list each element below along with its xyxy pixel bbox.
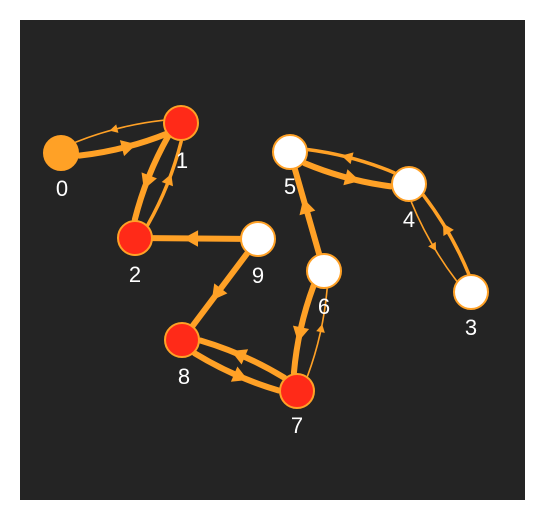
node-4[interactable]: 4	[391, 166, 427, 232]
node-9[interactable]: 9	[240, 221, 276, 288]
edge-line	[306, 147, 397, 175]
edge-8-to-7	[191, 350, 282, 394]
edge-6-to-7	[290, 283, 317, 376]
edge-arrowhead	[211, 283, 228, 301]
edge-line	[410, 201, 458, 282]
edge-arrowhead	[161, 173, 173, 187]
edge-arrowhead	[183, 230, 199, 247]
nodes-layer: 0 1 2 3 4 5 6 7 8 9	[43, 105, 489, 438]
edge-3-to-4	[421, 193, 471, 276]
node-label: 6	[318, 294, 330, 319]
edge-arrowhead	[119, 140, 137, 157]
edge-line	[74, 119, 164, 143]
node-circle[interactable]	[453, 274, 489, 310]
node-8[interactable]: 8	[164, 322, 200, 389]
node-label: 9	[252, 263, 264, 288]
node-label: 5	[284, 174, 296, 199]
edge-arrowhead	[428, 241, 437, 252]
node-5[interactable]: 5	[272, 134, 308, 199]
edge-arrowhead	[292, 325, 310, 342]
edge-arrowhead	[109, 124, 119, 133]
edge-arrowhead	[341, 152, 354, 165]
node-2[interactable]: 2	[117, 220, 153, 287]
node-circle[interactable]	[240, 221, 276, 257]
edge-4-to-3	[410, 201, 458, 282]
node-3[interactable]: 3	[453, 274, 489, 340]
edges-layer	[74, 119, 471, 394]
edge-9-to-8	[189, 249, 251, 330]
node-1[interactable]: 1	[163, 105, 199, 173]
node-circle[interactable]	[163, 105, 199, 141]
graph-canvas: 0 1 2 3 4 5 6 7 8 9	[20, 20, 525, 500]
edge-7-to-8	[197, 337, 288, 381]
edge-arrowhead	[299, 198, 316, 216]
node-circle[interactable]	[306, 253, 342, 289]
edge-arrowhead	[230, 366, 248, 382]
edge-0-to-1	[76, 130, 170, 159]
edge-line	[421, 193, 471, 276]
node-label: 1	[176, 148, 188, 173]
node-7[interactable]: 7	[279, 373, 315, 438]
node-6[interactable]: 6	[306, 253, 342, 319]
edge-arrowhead	[141, 172, 157, 190]
node-label: 8	[178, 364, 190, 389]
edge-5-to-4	[301, 160, 394, 190]
node-circle[interactable]	[164, 322, 200, 358]
node-label: 7	[291, 413, 303, 438]
node-label: 4	[403, 207, 415, 232]
edge-6-to-5	[291, 165, 323, 258]
edge-arrowhead	[231, 349, 249, 365]
edge-arrowhead	[343, 169, 360, 186]
edge-arrowhead	[316, 324, 325, 333]
node-label: 2	[129, 262, 141, 287]
node-circle[interactable]	[117, 220, 153, 256]
edge-9-to-2	[148, 230, 245, 247]
node-label: 0	[56, 176, 68, 201]
edge-1-to-2	[131, 133, 172, 223]
edge-7-to-6	[306, 288, 328, 377]
edge-line	[146, 139, 183, 227]
edge-4-to-5	[306, 147, 397, 175]
edge-1-to-0	[74, 119, 164, 143]
node-circle[interactable]	[391, 166, 427, 202]
node-0[interactable]: 0	[43, 135, 79, 201]
directed-graph: 0 1 2 3 4 5 6 7 8 9	[20, 20, 525, 500]
node-label: 3	[465, 315, 477, 340]
node-circle[interactable]	[272, 134, 308, 170]
edge-line	[306, 288, 328, 377]
node-circle[interactable]	[43, 135, 79, 171]
edge-arrowhead	[443, 223, 454, 236]
node-circle[interactable]	[279, 373, 315, 409]
edge-2-to-1	[146, 139, 183, 227]
